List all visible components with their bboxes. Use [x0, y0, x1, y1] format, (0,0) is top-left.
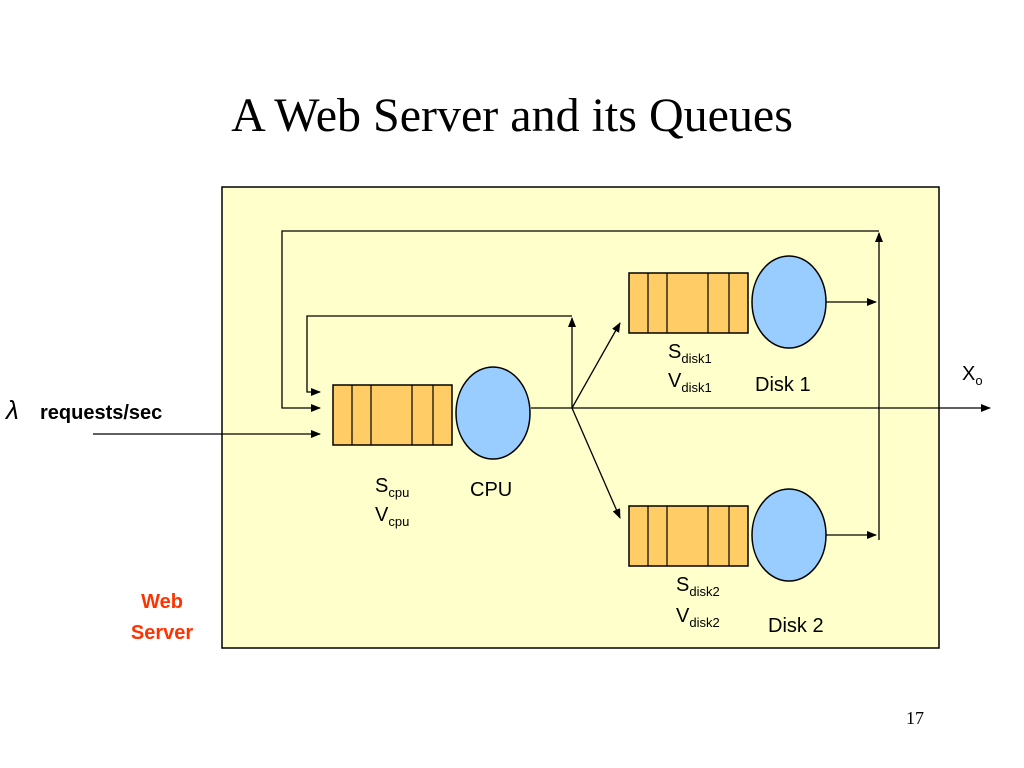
disk1-name-label: Disk 1 — [755, 374, 811, 396]
disk2-server-circle — [751, 488, 827, 582]
lambda-symbol: λ — [4, 395, 19, 425]
branch-to-disk1-arrow — [571, 322, 621, 409]
web-server-label-line2: Server — [131, 622, 193, 644]
requests-per-sec-label: requests/sec — [40, 402, 162, 424]
branch-to-disk2-arrow — [571, 407, 621, 519]
disk2-service-time-label: Sdisk2 — [676, 574, 720, 599]
cpu-name-label: CPU — [470, 479, 512, 501]
output-label: Xo — [962, 363, 983, 388]
web-server-label-line1: Web — [141, 591, 183, 613]
web-server-box — [221, 186, 940, 649]
disk2-queue — [628, 505, 749, 567]
disk1-server-circle — [751, 255, 827, 349]
cpu-service-time-label: Scpu — [375, 475, 409, 500]
page-number: 17 — [906, 708, 924, 728]
disk2-visits-label: Vdisk2 — [676, 605, 720, 630]
cpu-server-circle — [455, 366, 531, 460]
disk1-queue — [628, 272, 749, 334]
disk1-service-time-label: Sdisk1 — [668, 341, 712, 366]
slide-title: A Web Server and its Queues — [231, 89, 793, 142]
cpu-visits-label: Vcpu — [375, 504, 409, 529]
disk-feedback-loop — [281, 230, 879, 412]
disk2-name-label: Disk 2 — [768, 615, 824, 637]
cpu-queue — [332, 384, 453, 446]
disk1-visits-label: Vdisk1 — [668, 370, 712, 395]
